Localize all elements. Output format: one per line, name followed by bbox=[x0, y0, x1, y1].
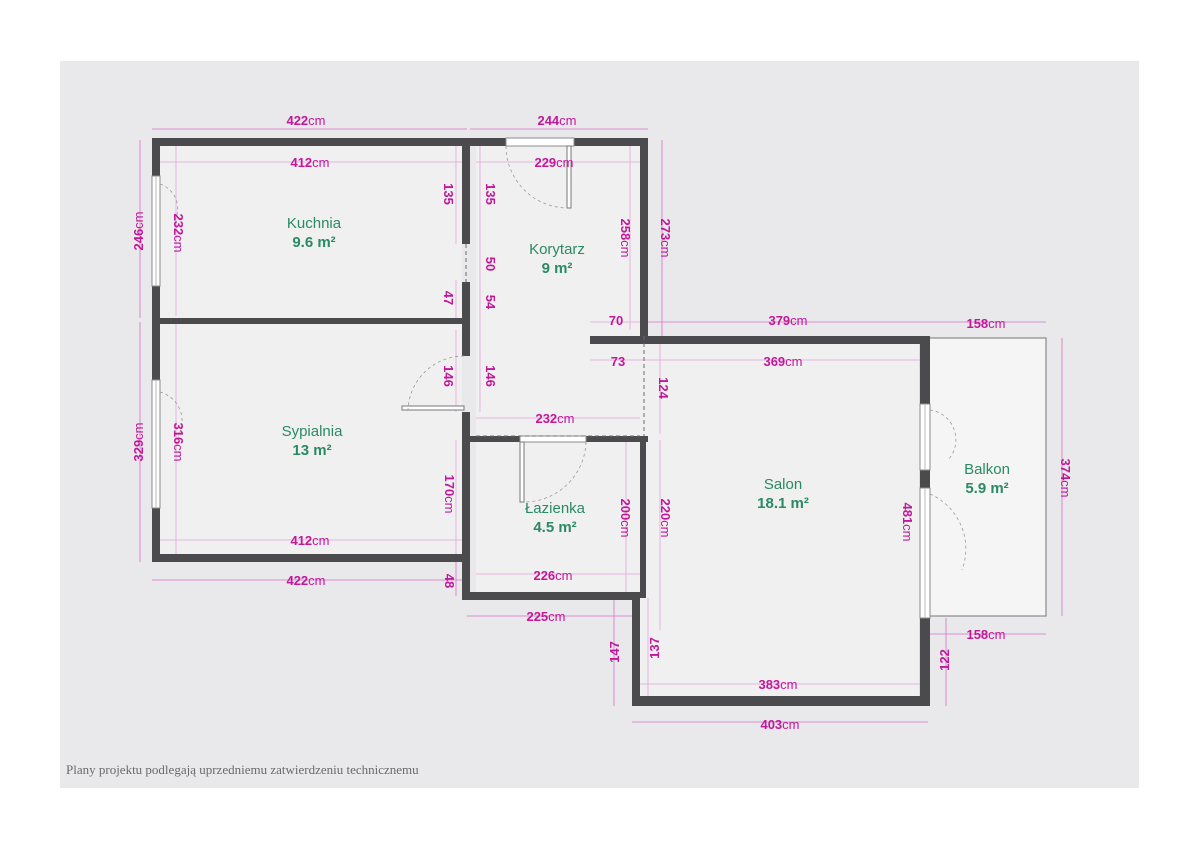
dimension-label: 232cm bbox=[171, 213, 186, 252]
dimension-label: 70 bbox=[609, 313, 623, 328]
dimension-label: 170cm bbox=[442, 474, 457, 513]
room-name-balkon: Balkon bbox=[964, 461, 1010, 478]
dimension-label: 225cm bbox=[526, 609, 565, 624]
dimension-label: 422cm bbox=[286, 113, 325, 128]
dimension-label: 374cm bbox=[1058, 458, 1073, 497]
dimension-label: 147 bbox=[607, 641, 622, 663]
room-labels: Kuchnia 9.6 m² Korytarz 9 m² Sypialnia 1… bbox=[282, 215, 1010, 536]
dimension-label: 329cm bbox=[131, 422, 146, 461]
room-name-korytarz: Korytarz bbox=[529, 241, 585, 258]
dimension-label: 379cm bbox=[768, 313, 807, 328]
dimension-label: 412cm bbox=[290, 533, 329, 548]
room-name-salon: Salon bbox=[764, 476, 802, 493]
windows bbox=[151, 137, 931, 619]
dimension-label: 135 bbox=[483, 183, 498, 205]
door-leaf-sypialnia bbox=[401, 405, 465, 411]
dimension-label: 146 bbox=[441, 365, 456, 387]
dimension-label: 124 bbox=[656, 377, 671, 399]
room-floor-fills bbox=[160, 146, 920, 696]
dimension-label: 158cm bbox=[966, 316, 1005, 331]
room-area-salon: 18.1 m² bbox=[757, 495, 809, 512]
dimension-label: 48 bbox=[442, 574, 457, 588]
door-leaf-korytarz bbox=[566, 145, 572, 209]
dimension-label: 273cm bbox=[658, 218, 673, 257]
balcony-outline bbox=[927, 337, 1047, 617]
room-name-sypialnia: Sypialnia bbox=[282, 423, 344, 440]
dimension-label: 232cm bbox=[535, 411, 574, 426]
disclaimer-text: Plany projektu podlegają uprzedniemu zat… bbox=[66, 762, 419, 777]
room-area-lazienka: 4.5 m² bbox=[533, 519, 576, 536]
dimension-label: 135 bbox=[441, 183, 456, 205]
dimension-label: 137 bbox=[647, 637, 662, 659]
dimension-label: 412cm bbox=[290, 155, 329, 170]
dimension-label: 422cm bbox=[286, 573, 325, 588]
room-area-balkon: 5.9 m² bbox=[965, 480, 1008, 497]
dimension-label: 122 bbox=[937, 649, 952, 671]
dimension-label: 246cm bbox=[131, 211, 146, 250]
dimension-label: 50 bbox=[483, 257, 498, 271]
dimension-label: 226cm bbox=[533, 568, 572, 583]
dimension-label: 403cm bbox=[760, 717, 799, 732]
dimension-label: 47 bbox=[441, 291, 456, 305]
room-name-kuchnia: Kuchnia bbox=[287, 215, 342, 232]
doors bbox=[159, 145, 967, 571]
dimension-label: 369cm bbox=[763, 354, 802, 369]
dimension-label: 158cm bbox=[966, 627, 1005, 642]
dimension-label: 220cm bbox=[658, 498, 673, 537]
dimension-label: 383cm bbox=[758, 677, 797, 692]
dimension-label: 481cm bbox=[900, 502, 915, 541]
dimension-label: 146 bbox=[483, 365, 498, 387]
dimension-label: 73 bbox=[611, 354, 625, 369]
dimension-lines bbox=[139, 128, 1063, 723]
dimension-label: 244cm bbox=[537, 113, 576, 128]
room-area-korytarz: 9 m² bbox=[542, 260, 573, 277]
dimension-label: 54 bbox=[483, 295, 498, 310]
dimension-labels: 422cm 244cm 412cm 229cm 246cm 232cm 135 … bbox=[131, 113, 1072, 732]
door-leaf-lazienka bbox=[519, 441, 525, 503]
room-name-lazienka: Łazienka bbox=[525, 500, 586, 517]
walls bbox=[152, 138, 930, 706]
dimension-label: 229cm bbox=[534, 155, 573, 170]
dimension-label: 258cm bbox=[618, 218, 633, 257]
room-area-kuchnia: 9.6 m² bbox=[292, 234, 335, 251]
dimension-label: 316cm bbox=[171, 422, 186, 461]
room-area-sypialnia: 13 m² bbox=[292, 442, 331, 459]
dimension-label: 200cm bbox=[618, 498, 633, 537]
